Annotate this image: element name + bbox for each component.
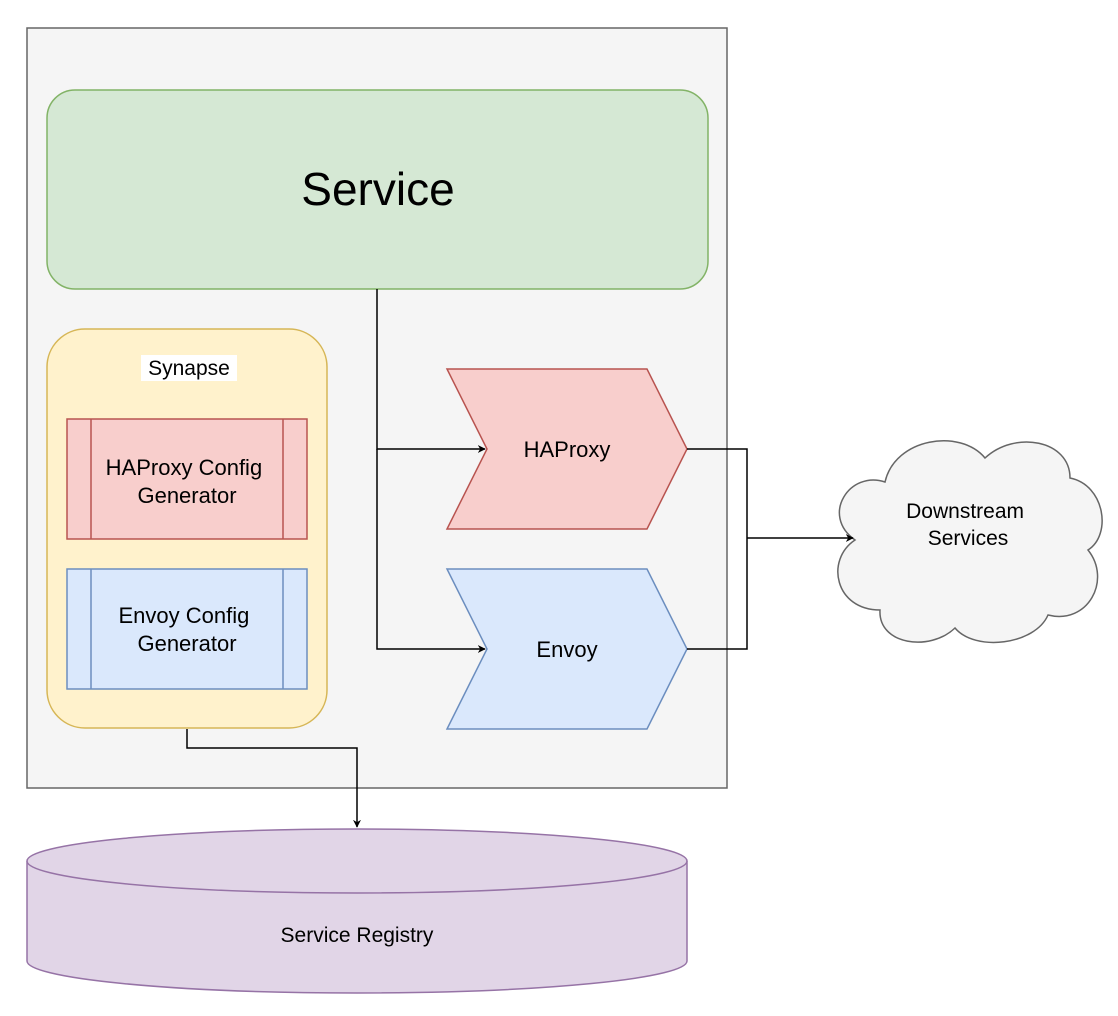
downstream-services-cloud bbox=[837, 440, 1103, 644]
envoy-label: Envoy bbox=[536, 637, 597, 662]
envoy-config-generator-line-2: Generator bbox=[137, 631, 236, 656]
envoy-config-generator[interactable]: Envoy Config Generator bbox=[66, 568, 308, 690]
edge-service-to-envoy bbox=[376, 449, 486, 653]
service-registry-label: Service Registry bbox=[281, 924, 434, 947]
haproxy-config-generator-box bbox=[66, 418, 308, 540]
envoy-chevron bbox=[445, 568, 688, 730]
edge-haproxy-to-bus bbox=[687, 448, 748, 650]
service-registry-node[interactable]: Service Registry bbox=[26, 828, 688, 994]
haproxy-config-generator-line-2: Generator bbox=[137, 483, 236, 508]
service-label: Service bbox=[301, 163, 454, 215]
downstream-services-node[interactable]: Downstream Services bbox=[837, 440, 1103, 644]
haproxy-config-generator-line-1: HAProxy Config bbox=[106, 455, 263, 480]
synapse-label: Synapse bbox=[148, 357, 230, 380]
edge-synapse-to-registry bbox=[186, 729, 361, 828]
downstream-services-line-1: Downstream bbox=[906, 500, 1024, 523]
envoy-config-generator-box bbox=[66, 568, 308, 690]
downstream-services-label: Downstream Services bbox=[906, 500, 1030, 550]
envoy-config-generator-line-1: Envoy Config bbox=[119, 603, 250, 628]
haproxy-chevron bbox=[445, 368, 688, 530]
synapse-label-bg bbox=[141, 355, 237, 381]
haproxy-config-generator-label: HAProxy Config Generator bbox=[106, 455, 269, 508]
service-node[interactable]: Service bbox=[46, 89, 709, 290]
envoy-config-generator-label: Envoy Config Generator bbox=[119, 603, 256, 656]
connectors bbox=[186, 289, 854, 828]
haproxy-config-generator[interactable]: HAProxy Config Generator bbox=[66, 418, 308, 540]
envoy-node[interactable]: Envoy bbox=[445, 568, 688, 730]
haproxy-label: HAProxy bbox=[524, 437, 611, 462]
haproxy-node[interactable]: HAProxy bbox=[445, 368, 688, 530]
downstream-services-line-2: Services bbox=[928, 527, 1009, 550]
service-registry-top bbox=[26, 828, 688, 894]
service-registry-body bbox=[26, 861, 688, 994]
